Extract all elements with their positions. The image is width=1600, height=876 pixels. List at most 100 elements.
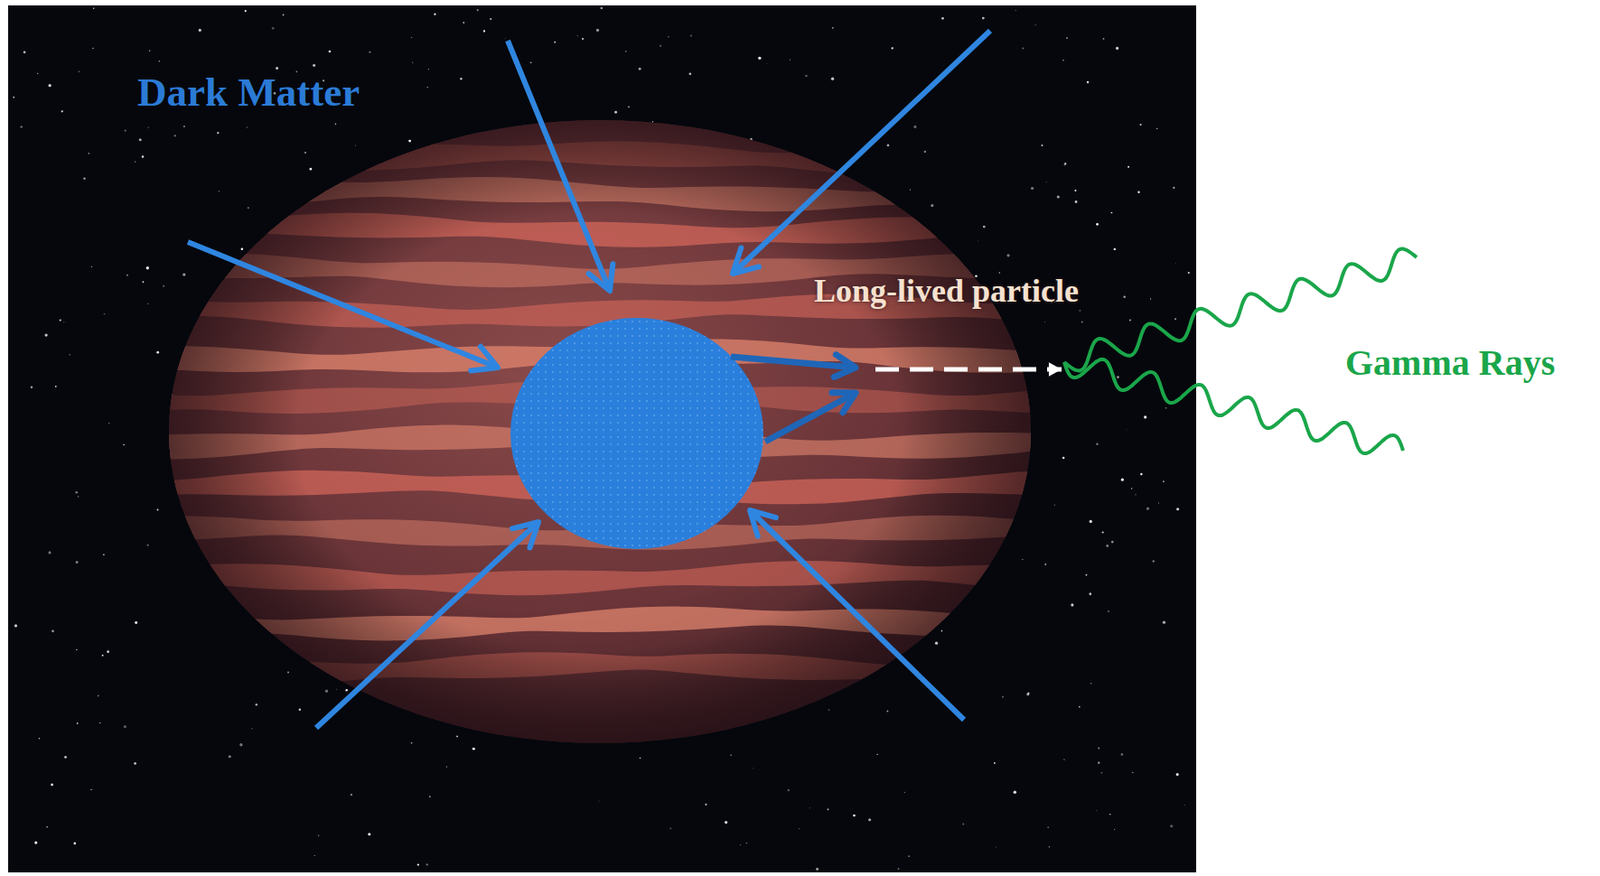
star <box>1090 683 1093 685</box>
star <box>1013 791 1017 795</box>
star <box>74 491 78 495</box>
star <box>766 62 768 65</box>
star <box>1162 480 1165 483</box>
star <box>868 818 871 822</box>
star <box>659 45 662 47</box>
star <box>724 821 728 824</box>
star <box>1116 375 1120 379</box>
star <box>1121 478 1124 482</box>
star <box>1162 621 1166 625</box>
star <box>156 351 160 355</box>
star <box>1111 541 1114 544</box>
star <box>76 722 79 725</box>
star <box>99 722 101 724</box>
star <box>78 70 81 73</box>
star <box>275 66 279 70</box>
star <box>832 27 834 29</box>
star <box>218 190 220 192</box>
star <box>1001 696 1004 699</box>
star <box>134 621 138 625</box>
star <box>1040 144 1043 147</box>
star <box>1132 772 1133 774</box>
star <box>83 177 85 179</box>
star <box>51 630 55 634</box>
star <box>472 748 476 751</box>
star <box>1034 24 1037 27</box>
star <box>367 832 371 836</box>
arrow-line <box>316 522 539 729</box>
star <box>625 50 627 52</box>
star <box>924 150 927 154</box>
star <box>977 240 980 243</box>
star <box>246 126 248 128</box>
star <box>429 795 431 798</box>
arrow-line <box>732 30 991 274</box>
star <box>174 134 177 137</box>
arrow-head <box>732 247 759 274</box>
star <box>75 649 77 651</box>
star <box>757 56 761 60</box>
star <box>581 37 584 40</box>
star <box>148 127 150 129</box>
star <box>1027 692 1030 695</box>
star <box>993 762 996 765</box>
star <box>34 842 38 845</box>
star <box>729 754 731 756</box>
arrow-line <box>187 242 498 368</box>
star <box>1188 271 1190 274</box>
star <box>1078 309 1081 312</box>
star <box>19 125 23 129</box>
star <box>90 789 92 791</box>
star <box>553 41 556 44</box>
star <box>1089 520 1093 524</box>
star <box>1064 162 1067 165</box>
star <box>852 814 856 818</box>
star <box>746 842 749 845</box>
star <box>1081 321 1084 324</box>
star <box>1109 814 1112 816</box>
star <box>251 728 253 730</box>
star <box>667 36 670 38</box>
star <box>1183 804 1186 807</box>
star <box>639 757 642 760</box>
star <box>345 689 347 692</box>
star <box>1075 200 1078 204</box>
star <box>282 14 285 17</box>
star <box>1111 212 1114 215</box>
star <box>1046 181 1048 183</box>
star <box>1102 531 1105 534</box>
star <box>1070 603 1074 607</box>
star <box>1176 507 1179 511</box>
star <box>1095 223 1099 226</box>
star <box>1131 487 1133 489</box>
star <box>1139 123 1142 126</box>
star <box>198 28 202 32</box>
star <box>690 34 693 37</box>
label: Long-lived particle <box>814 273 1079 310</box>
star <box>1095 442 1099 446</box>
star <box>314 855 316 857</box>
space-background <box>8 5 1197 873</box>
star <box>530 62 533 65</box>
star <box>1174 262 1177 265</box>
star <box>477 9 479 11</box>
star <box>88 152 90 154</box>
star <box>77 495 79 497</box>
star <box>1101 772 1104 775</box>
star <box>228 755 232 758</box>
star <box>123 725 127 729</box>
star <box>162 285 165 288</box>
star <box>787 789 790 792</box>
star <box>1047 826 1049 829</box>
star <box>244 9 247 12</box>
arrow-line <box>765 392 856 442</box>
star <box>1097 747 1100 749</box>
star <box>75 561 79 564</box>
star <box>182 272 186 276</box>
star <box>102 553 105 556</box>
star <box>489 18 492 20</box>
star <box>355 144 356 146</box>
star <box>887 144 890 148</box>
star <box>433 13 436 16</box>
